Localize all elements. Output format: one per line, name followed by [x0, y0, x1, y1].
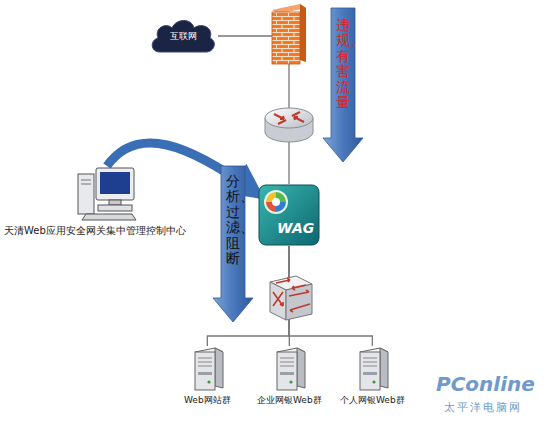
watermark: PConline	[436, 372, 535, 396]
traffic-arrow	[323, 8, 363, 162]
cloud-text: 互联网	[148, 14, 218, 58]
filter-arrow	[213, 166, 253, 322]
action-label: 分析、过滤、阻断	[226, 174, 240, 266]
internet-cloud: 互联网	[148, 14, 218, 58]
switch-icon	[270, 276, 312, 320]
server-group: 个人网银Web群	[340, 346, 405, 407]
wag-gateway: WAG	[258, 184, 320, 246]
server-label: Web网站群	[184, 394, 231, 407]
console-label: 天清Web应用安全网关集中管理控制中心	[4, 224, 186, 238]
server-label: 企业网银Web群	[257, 394, 322, 407]
server-group: Web网站群	[184, 346, 231, 407]
firewall-icon	[272, 4, 306, 64]
traffic-label: 违规、有害流量	[336, 18, 350, 110]
router-icon	[265, 108, 313, 142]
server-label: 个人网银Web群	[340, 394, 405, 407]
server-group: 企业网银Web群	[257, 346, 322, 407]
watermark: 太平洋电脑网	[444, 400, 522, 415]
management-console: 天清Web应用安全网关集中管理控制中心	[4, 166, 186, 238]
device-label: WAG	[258, 184, 320, 237]
